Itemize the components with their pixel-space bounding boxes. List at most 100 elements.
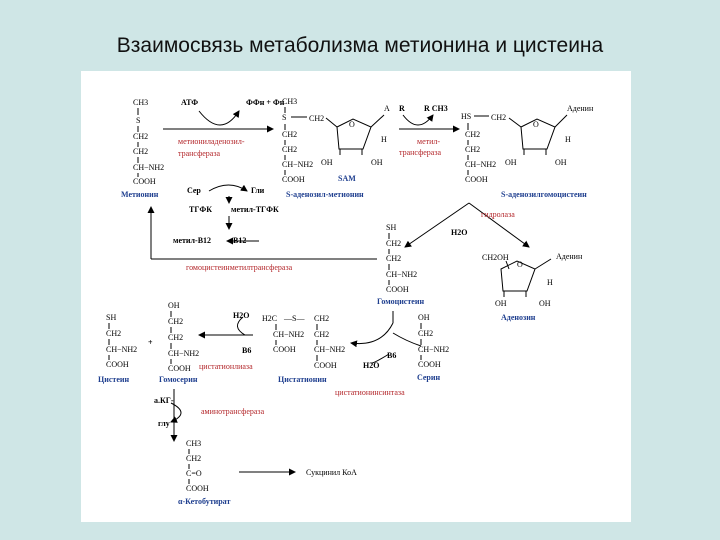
sah-structure: HS CH2 CH2 CH−NH2 COOH CH2 O Аденин H OH… bbox=[461, 104, 594, 199]
hydrolase-label: гидролаза bbox=[481, 210, 515, 219]
slide-title: Взаимосвязь метаболизма метионина и цист… bbox=[116, 34, 604, 57]
cth-right-1: CH−NH2 bbox=[314, 345, 345, 354]
cth-left-0: CH−NH2 bbox=[273, 330, 304, 339]
water-label-1: H2O bbox=[451, 228, 467, 237]
cystathionine-label: Цистатионин bbox=[278, 375, 327, 384]
sam-line-3: CH2 bbox=[282, 145, 297, 154]
met-line-0: CH3 bbox=[133, 98, 148, 107]
cth-top-1: —S— bbox=[283, 314, 305, 323]
thfa-label: ТГФК bbox=[189, 205, 212, 214]
sam-name: S-аденозил-метионин bbox=[286, 190, 364, 199]
enzyme-label-6: аминотрансфераза bbox=[201, 407, 265, 416]
sam-oh1: OH bbox=[321, 158, 333, 167]
enzyme-label-2: метил- bbox=[417, 137, 440, 146]
cys-line-3: COOH bbox=[106, 360, 129, 369]
enzyme-label-2b: трансфераза bbox=[399, 148, 442, 157]
plus-sign: + bbox=[148, 338, 153, 347]
ketobutyrate-label: α-Кетобутират bbox=[178, 497, 230, 506]
gly-out-label: Гли bbox=[251, 186, 265, 195]
met-line-3: CH2 bbox=[133, 147, 148, 156]
sah-oh1: OH bbox=[505, 158, 517, 167]
sam-structure: CH3 S CH2 CH2 CH−NH2 COOH CH2 O A H OH O… bbox=[282, 97, 390, 199]
hse-line-2: CH2 bbox=[168, 333, 183, 342]
cysteine-structure: SH CH2 CH−NH2 COOH Цистеин bbox=[98, 313, 137, 384]
sam-line-4: CH−NH2 bbox=[282, 160, 313, 169]
succinyl-coa-label: Сукцинил КоА bbox=[306, 468, 357, 477]
sah-line-2: CH2 bbox=[465, 145, 480, 154]
sam-line-2: CH2 bbox=[282, 130, 297, 139]
r-label: R bbox=[399, 104, 405, 113]
water-label-2: H2O bbox=[233, 311, 249, 320]
ser-line-1: CH2 bbox=[418, 329, 433, 338]
hse-line-0: OH bbox=[168, 301, 180, 310]
hcy-line-0: SH bbox=[386, 223, 396, 232]
ser-line-3: COOH bbox=[418, 360, 441, 369]
diagram-panel: CH3 S CH2 CH2 CH−NH2 COOH Метионин АТФ Ф… bbox=[81, 71, 631, 522]
hcy-line-4: COOH bbox=[386, 285, 409, 294]
kb-line-3: COOH bbox=[186, 484, 209, 493]
hcy-line-1: CH2 bbox=[386, 239, 401, 248]
met-line-5: COOH bbox=[133, 177, 156, 186]
ado-ring-ch2: CH2OH bbox=[482, 253, 509, 262]
sah-line-4: COOH bbox=[465, 175, 488, 184]
ado-ring-o: O bbox=[517, 260, 523, 269]
enzyme-label-4: цистатионлиаза bbox=[199, 362, 253, 371]
serine-structure: OH CH2 CH−NH2 COOH Серин bbox=[417, 313, 449, 382]
enzyme-label-1b: трансфераза bbox=[178, 149, 221, 158]
kb-line-0: CH3 bbox=[186, 439, 201, 448]
met-line-2: CH2 bbox=[133, 132, 148, 141]
enzyme-label-1: метиониладенозил- bbox=[178, 137, 245, 146]
sah-ring-h: H bbox=[565, 135, 571, 144]
homocysteine-label: Гомоцистеин bbox=[377, 297, 424, 306]
sah-line-3: CH−NH2 bbox=[465, 160, 496, 169]
ppi-label: ФФн + Фн bbox=[246, 98, 285, 107]
ketobutyrate-structure: CH3 CH2 C=O COOH α-Кетобутират bbox=[178, 439, 230, 506]
sam-line-5: COOH bbox=[282, 175, 305, 184]
homoserine-label: Гомосерин bbox=[159, 375, 198, 384]
sah-ring-ch2: CH2 bbox=[491, 113, 506, 122]
cth-right-2: COOH bbox=[314, 361, 337, 370]
methyl-thfa-label: метил-ТГФК bbox=[231, 205, 279, 214]
methionine-label: Метионин bbox=[121, 190, 159, 199]
b6-label-1: B6 bbox=[242, 346, 251, 355]
sah-oh2: OH bbox=[555, 158, 567, 167]
ado-oh1: OH bbox=[495, 299, 507, 308]
rch3-label: R CH3 bbox=[424, 104, 448, 113]
methionine-structure: CH3 S CH2 CH2 CH−NH2 COOH Метионин bbox=[121, 98, 164, 199]
glu-label: глу bbox=[158, 419, 170, 428]
hcy-line-3: CH−NH2 bbox=[386, 270, 417, 279]
hse-line-4: COOH bbox=[168, 364, 191, 373]
sam-oh2: OH bbox=[371, 158, 383, 167]
cystathionine-structure: H2C —S— CH2 CH−NH2 COOH CH2 CH−NH2 COOH … bbox=[262, 314, 345, 384]
sam-ring-o: O bbox=[349, 120, 355, 129]
homocysteine-structure: SH CH2 CH2 CH−NH2 COOH Гомоцистеин bbox=[377, 223, 424, 306]
sah-adenine: Аденин bbox=[567, 104, 594, 113]
sam-line-1: S bbox=[282, 113, 286, 122]
kb-line-2: C=O bbox=[186, 469, 202, 478]
hse-line-3: CH−NH2 bbox=[168, 349, 199, 358]
sam-ring-h: H bbox=[381, 135, 387, 144]
enzyme-label-5: цистатионинсинтаза bbox=[335, 388, 405, 397]
cysteine-label: Цистеин bbox=[98, 375, 129, 384]
met-line-1: S bbox=[136, 116, 140, 125]
sah-name: S-аденозилгомоцистеин bbox=[501, 190, 587, 199]
sam-line-0: CH3 bbox=[282, 97, 297, 106]
met-line-4: CH−NH2 bbox=[133, 163, 164, 172]
amino-acid-label: а.КГ- bbox=[154, 396, 174, 405]
metabolism-diagram: CH3 S CH2 CH2 CH−NH2 COOH Метионин АТФ Ф… bbox=[98, 97, 594, 506]
water-label-3: H2O bbox=[363, 361, 379, 370]
ser-in-label: Сер bbox=[187, 186, 201, 195]
cth-right-0: CH2 bbox=[314, 330, 329, 339]
atp-label: АТФ bbox=[181, 98, 198, 107]
ado-adenine: Аденин bbox=[556, 252, 583, 261]
serine-label: Серин bbox=[417, 373, 440, 382]
sah-line-1: CH2 bbox=[465, 130, 480, 139]
cth-top-0: H2C bbox=[262, 314, 277, 323]
cys-line-2: CH−NH2 bbox=[106, 345, 137, 354]
ado-oh2: OH bbox=[539, 299, 551, 308]
adenosine-label: Аденозин bbox=[501, 313, 536, 322]
cys-line-1: CH2 bbox=[106, 329, 121, 338]
sah-line-0: HS bbox=[461, 112, 471, 121]
hcy-line-2: CH2 bbox=[386, 254, 401, 263]
adenosine-structure: CH2OH O Аденин H OH OH Аденозин bbox=[482, 252, 583, 322]
